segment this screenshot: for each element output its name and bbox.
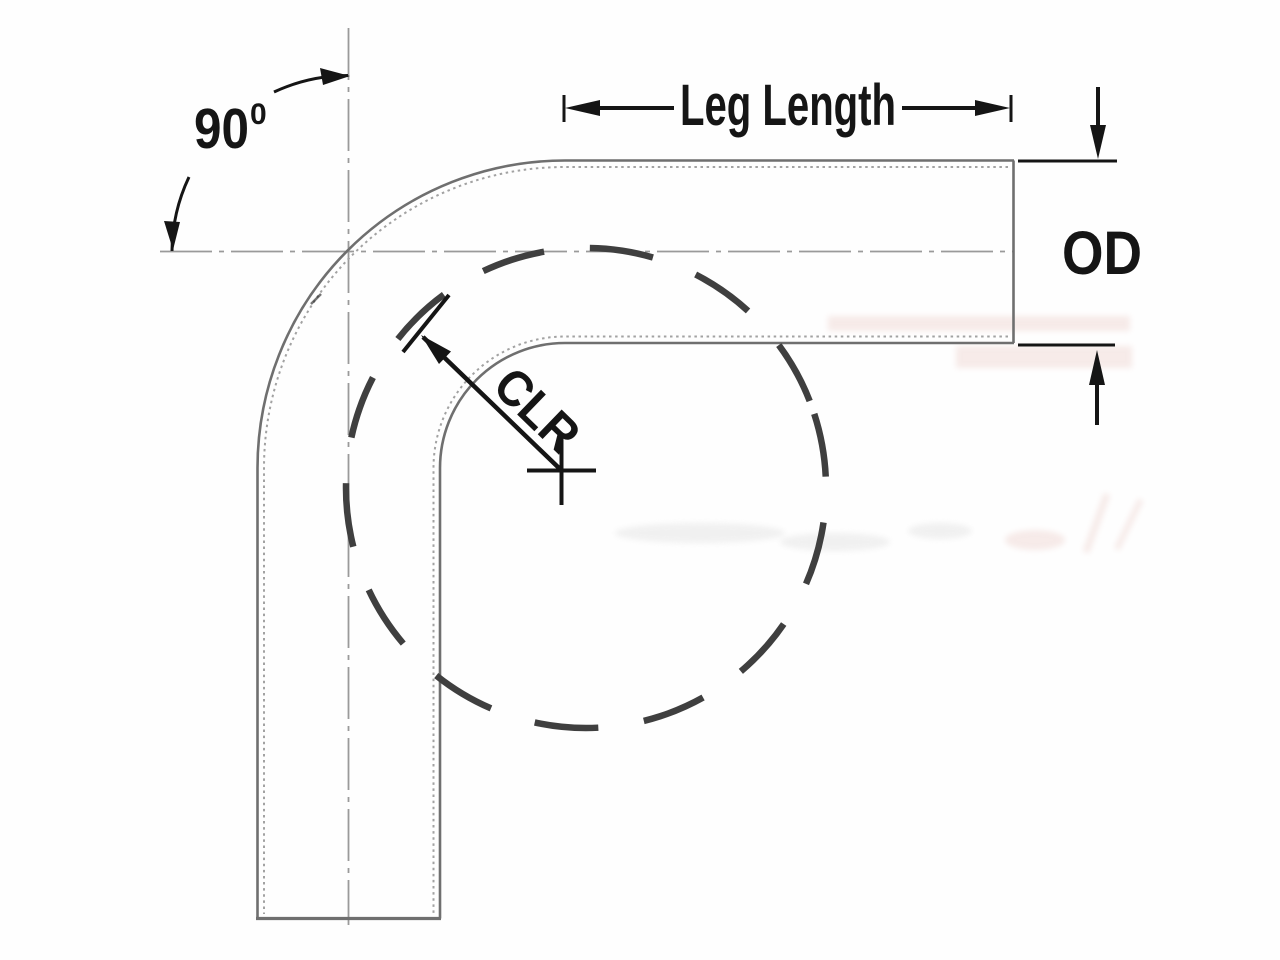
tint-blob xyxy=(1005,530,1065,550)
clr-arrow-shaft xyxy=(421,335,562,471)
tube-wall-inner-dotted xyxy=(432,335,1008,914)
tint-stroke xyxy=(1114,498,1144,551)
angle-label: 90 xyxy=(194,97,249,161)
tube-outer-edge xyxy=(256,159,1014,919)
clr-label: CLR xyxy=(483,357,591,464)
clr-dashed-circle xyxy=(342,244,830,732)
angle-degree-superscript: 0 xyxy=(250,98,267,131)
tube-outline xyxy=(256,159,1015,921)
scan-smudges xyxy=(615,523,972,551)
smudge-blob xyxy=(615,523,785,543)
clr-arrowhead xyxy=(421,335,451,364)
clr-dimension: CLR xyxy=(401,293,596,505)
centerlines xyxy=(160,28,1013,925)
tube-inner-edge xyxy=(438,341,1014,919)
watermark-tint-marks xyxy=(828,316,1144,554)
smudge-blob xyxy=(908,523,972,539)
outer-arc-tick xyxy=(310,293,322,305)
tube-wall-outer-dotted xyxy=(263,166,1008,914)
angle-arrowhead-top xyxy=(320,68,350,85)
clr-tip-slash xyxy=(401,293,451,354)
od-arrowhead-top xyxy=(1090,125,1106,159)
od-label: OD xyxy=(1062,219,1142,287)
tint-stroke xyxy=(1082,492,1111,554)
smudge-blob xyxy=(780,533,890,551)
leg-length-label: Leg Length xyxy=(680,73,896,138)
leg-length-dimension: Leg Length xyxy=(562,73,1013,138)
leg-length-arrowhead-left xyxy=(565,100,600,116)
angle-arrowhead-left xyxy=(164,221,180,250)
leg-length-arrowhead-right xyxy=(975,100,1010,116)
od-arrowhead-bottom xyxy=(1089,350,1105,385)
angle-dimension: 90 0 xyxy=(164,68,350,252)
tint-band xyxy=(956,346,1132,368)
tint-band xyxy=(828,316,1130,331)
od-dimension: OD xyxy=(1018,87,1142,425)
